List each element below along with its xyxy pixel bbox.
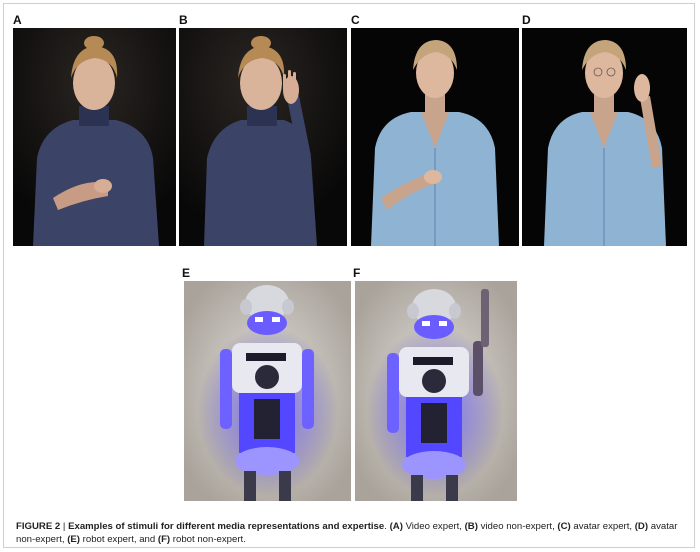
- figure-frame: A B C D E F: [3, 3, 695, 548]
- caption-figure-number: FIGURE 2: [16, 521, 61, 532]
- robot-expert-image: [184, 281, 351, 501]
- video-nonexpert-image: [179, 28, 347, 246]
- panel-b-video-nonexpert: [179, 28, 347, 246]
- caption-text-d: avatar non-expert,: [16, 521, 678, 545]
- caption-tag-e: (E): [67, 534, 80, 545]
- panel-label-e: E: [182, 266, 191, 280]
- panel-label-a: A: [13, 13, 22, 27]
- caption-tag-d: (D): [634, 521, 649, 532]
- caption-text-c: avatar expert,: [570, 521, 635, 532]
- avatar-expert-image: [351, 28, 519, 246]
- caption-text-e: robot expert, and: [80, 534, 158, 545]
- caption-tag-c: (C): [557, 521, 571, 532]
- panel-label-b: B: [179, 13, 188, 27]
- caption-text-a: Video expert,: [402, 521, 465, 532]
- panel-label-f: F: [353, 266, 361, 280]
- panel-e-robot-expert: [184, 281, 351, 501]
- caption-text-b: video non-expert,: [477, 521, 558, 532]
- robot-nonexpert-image: [355, 281, 517, 501]
- panel-f-robot-nonexpert: [355, 281, 517, 501]
- avatar-nonexpert-image: [522, 28, 687, 246]
- figure-caption: FIGURE 2 | Examples of stimuli for diffe…: [16, 520, 688, 546]
- video-expert-image: [13, 28, 176, 246]
- caption-text-f: robot non-expert.: [170, 534, 246, 545]
- caption-title: Examples of stimuli for different media …: [68, 521, 385, 532]
- panel-label-d: D: [522, 13, 531, 27]
- panel-d-avatar-nonexpert: [522, 28, 687, 246]
- panel-a-video-expert: [13, 28, 176, 246]
- panel-label-c: C: [351, 13, 360, 27]
- caption-tag-b: (B): [464, 521, 478, 532]
- panel-c-avatar-expert: [351, 28, 519, 246]
- caption-separator: |: [60, 521, 69, 532]
- caption-title-period: .: [384, 521, 390, 532]
- caption-tag-f: (F): [157, 534, 171, 545]
- caption-tag-a: (A): [389, 521, 403, 532]
